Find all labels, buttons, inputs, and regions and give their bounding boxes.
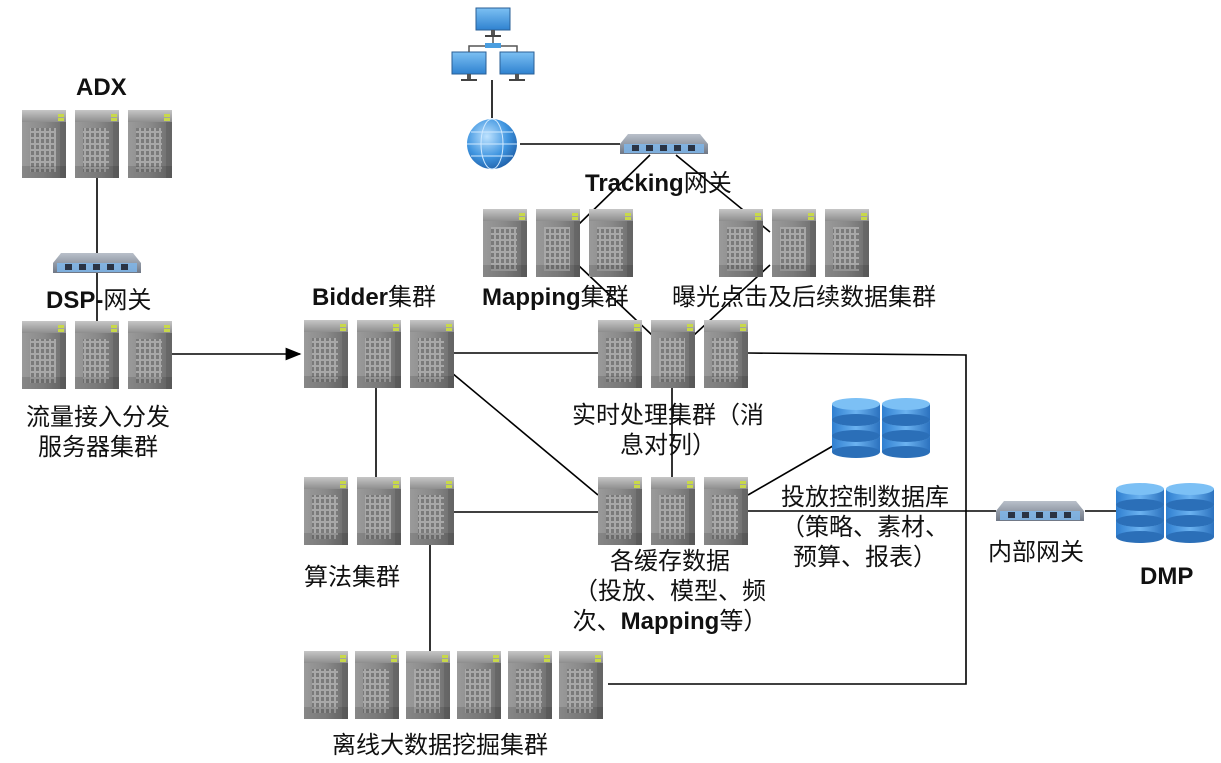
server-tower-icon (651, 320, 695, 388)
impression-cluster-label: 曝光点击及后续数据集群 (672, 283, 936, 311)
realtime-label-line1: 实时处理集群（消 (572, 401, 764, 429)
realtime-label-line2: 息对列） (620, 431, 716, 459)
server-tower-icon (357, 320, 401, 388)
delivery-db-label-line3: 预算、报表） (793, 543, 937, 571)
cache-label-line3-pre: 次、 (572, 607, 621, 635)
bidder-label-en: Bidder (312, 284, 389, 311)
realtime-cluster (598, 320, 748, 388)
link-cache-deliverydb (747, 442, 839, 496)
dsp-gateway-switch-icon (53, 253, 141, 273)
offline-cluster-label: 离线大数据挖掘集群 (332, 731, 548, 759)
server-tower-icon (410, 477, 454, 545)
monitor-icon (451, 51, 487, 81)
tracking-label-cn: 网关 (683, 169, 732, 197)
internal-gateway-switch-icon (996, 501, 1084, 521)
server-tower-icon (304, 477, 348, 545)
server-tower-icon (483, 209, 527, 277)
server-tower-icon (772, 209, 816, 277)
link-bidder-cache (451, 372, 599, 496)
bidder-cluster-label: Bidder集群 (312, 282, 436, 313)
internet-globe-icon (467, 118, 517, 170)
server-tower-icon (704, 320, 748, 388)
traffic-cluster (22, 321, 172, 389)
server-tower-icon (410, 320, 454, 388)
adx-label: ADX (76, 74, 127, 101)
server-tower-icon (651, 477, 695, 545)
server-tower-icon (589, 209, 633, 277)
server-tower-icon (357, 477, 401, 545)
server-tower-icon (559, 651, 603, 719)
dmp-label: DMP (1140, 563, 1194, 590)
traffic-cluster-label: 流量接入分发 服务器集群 (8, 402, 188, 462)
server-tower-icon (355, 651, 399, 719)
dmp-database-icon (1116, 483, 1214, 543)
mapping-cluster (483, 209, 633, 277)
internal-gateway-label: 内部网关 (988, 538, 1084, 566)
computer-network-icon (451, 7, 535, 81)
cache-cluster-label: 各缓存数据 （投放、模型、频 次、Mapping等） (540, 546, 800, 637)
tracking-label-en: Tracking (585, 170, 684, 197)
monitor-icon (499, 51, 535, 81)
dsp-gateway-label-cn: 网关 (103, 286, 152, 314)
server-tower-icon (304, 320, 348, 388)
monitor-icon (475, 7, 511, 37)
server-tower-icon (128, 321, 172, 389)
cache-label-line3: 次、Mapping等） (540, 606, 800, 637)
server-tower-icon (75, 321, 119, 389)
traffic-label-line2: 服务器集群 (38, 433, 158, 461)
adx-cluster (22, 110, 172, 178)
dsp-gateway-label: DSP-网关 (46, 285, 151, 316)
cache-cluster (598, 477, 748, 545)
server-tower-icon (825, 209, 869, 277)
mapping-cluster-label: Mapping集群 (482, 282, 629, 313)
server-tower-icon (704, 477, 748, 545)
link-realtime-offline (608, 352, 967, 685)
delivery-db-label: 投放控制数据库 （策略、素材、 预算、报表） (760, 482, 970, 572)
impression-cluster (719, 209, 869, 277)
server-tower-icon (75, 110, 119, 178)
server-tower-icon (128, 110, 172, 178)
delivery-control-database-icon (832, 398, 930, 458)
mapping-label-cn: 集群 (580, 283, 629, 311)
server-tower-icon (719, 209, 763, 277)
bidder-label-cn: 集群 (388, 283, 437, 311)
server-tower-icon (304, 651, 348, 719)
server-tower-icon (406, 651, 450, 719)
algo-cluster-label: 算法集群 (304, 563, 400, 591)
bidder-cluster (304, 320, 454, 388)
server-tower-icon (22, 110, 66, 178)
algo-cluster (304, 477, 454, 545)
cache-label-line3-post: 等） (719, 607, 768, 635)
tracking-gateway-switch-icon (620, 134, 708, 154)
server-tower-icon (536, 209, 580, 277)
server-tower-icon (457, 651, 501, 719)
delivery-db-label-line1: 投放控制数据库 (781, 483, 949, 511)
server-tower-icon (22, 321, 66, 389)
traffic-label-line1: 流量接入分发 (26, 403, 170, 431)
cache-label-line3-bold: Mapping (620, 608, 720, 635)
server-tower-icon (508, 651, 552, 719)
delivery-db-label-line2: （策略、素材、 (781, 513, 949, 541)
cache-label-line2: （投放、模型、频 (574, 577, 766, 605)
tracking-gateway-label: Tracking网关 (585, 168, 732, 199)
mapping-label-en: Mapping (482, 284, 581, 311)
realtime-cluster-label: 实时处理集群（消 息对列） (548, 400, 788, 460)
offline-cluster (304, 651, 603, 719)
cache-label-line1: 各缓存数据 (610, 547, 730, 575)
dsp-gateway-label-en: DSP- (46, 287, 104, 314)
server-tower-icon (598, 477, 642, 545)
server-tower-icon (598, 320, 642, 388)
